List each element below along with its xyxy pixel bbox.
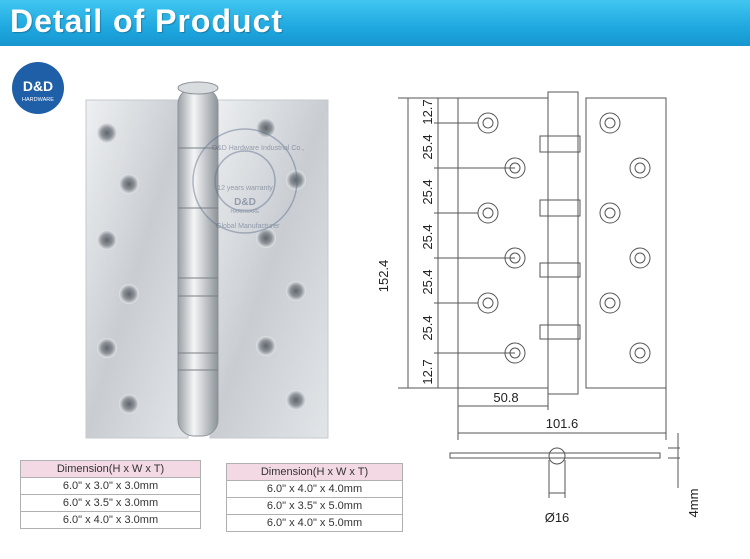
header-banner: Detail of Product	[0, 0, 750, 46]
table-row: 6.0" x 3.5" x 3.0mm	[20, 494, 201, 512]
table-row: 6.0" x 3.5" x 5.0mm	[226, 497, 403, 515]
page-title: Detail of Product	[10, 3, 284, 39]
dim-height-total: 152.4	[376, 260, 391, 293]
dim-spacing-5: 25.4	[420, 315, 435, 340]
logo-sub: HARDWARE	[22, 97, 54, 103]
screw-holes	[97, 118, 306, 414]
table-row: 6.0" x 4.0" x 5.0mm	[226, 514, 403, 532]
watermark-bottom-text: Global Manufacturer	[216, 223, 280, 230]
table-cell: 6.0" x 4.0" x 3.0mm	[20, 511, 201, 529]
dim-bottom-edge: 12.7	[420, 359, 435, 384]
technical-drawing: 152.4 12.7 25.4 25.4 25.4 25.4 25.4 12.7…	[376, 91, 701, 525]
watermark-warranty: 12 years warranty	[217, 185, 273, 192]
side-view-knuckle	[548, 447, 566, 465]
drawing-holes	[477, 112, 651, 364]
table-cell: 6.0" x 3.0" x 3.0mm	[20, 477, 201, 495]
table-header: Dimension(H x W x T)	[226, 463, 403, 481]
dim-top-edge: 12.7	[420, 99, 435, 124]
dim-half-width: 50.8	[493, 390, 518, 405]
table-row: 6.0" x 4.0" x 3.0mm	[20, 511, 201, 529]
watermark-arc-text: D&D Hardware Industrial Co.,	[212, 145, 304, 152]
dim-spacing-4: 25.4	[420, 269, 435, 294]
dim-thickness: 4mm	[686, 489, 701, 518]
dim-full-width: 101.6	[546, 416, 579, 431]
table-cell: 6.0" x 4.0" x 5.0mm	[226, 514, 403, 532]
dim-knuckle-diameter: Ø16	[545, 510, 570, 525]
table-row: 6.0" x 4.0" x 4.0mm	[226, 480, 403, 498]
watermark-name: D&D	[234, 197, 256, 208]
drawing-right-leaf	[585, 97, 667, 389]
right-leaf	[209, 99, 329, 439]
table-cell: 6.0" x 4.0" x 4.0mm	[226, 480, 403, 498]
dim-spacing-1: 25.4	[420, 134, 435, 159]
drawing-knuckle	[547, 91, 579, 395]
table-cell: 6.0" x 3.5" x 5.0mm	[226, 497, 403, 515]
table-cell: 6.0" x 3.5" x 3.0mm	[20, 494, 201, 512]
watermark-sub: HARDWARE	[231, 209, 261, 215]
dimension-table-2: Dimension(H x W x T) 6.0" x 4.0" x 4.0mm…	[226, 463, 403, 532]
dim-spacing-3: 25.4	[420, 224, 435, 249]
brand-logo: D&D HARDWARE	[12, 62, 64, 114]
dim-spacing-2: 25.4	[420, 179, 435, 204]
dimension-table-1: Dimension(H x W x T) 6.0" x 3.0" x 3.0mm…	[20, 460, 201, 529]
logo-name: D&D	[23, 78, 53, 94]
watermark-seal: D&D Hardware Industrial Co., 12 years wa…	[192, 128, 304, 234]
table-header: Dimension(H x W x T)	[20, 460, 201, 478]
product-photo: D&D HARDWARE D&D Hardware Industrial Co.…	[12, 62, 329, 439]
side-view-plate	[449, 452, 661, 459]
hinge-knuckle	[177, 81, 219, 437]
left-leaf	[85, 99, 189, 439]
table-row: 6.0" x 3.0" x 3.0mm	[20, 477, 201, 495]
drawing-left-leaf	[457, 97, 549, 389]
